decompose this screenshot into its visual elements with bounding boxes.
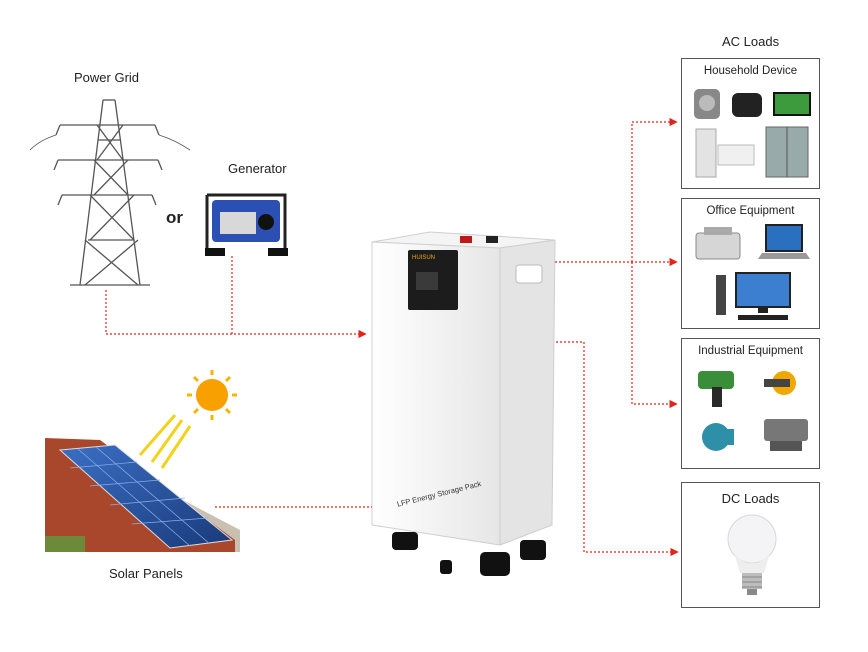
light-bulb-icon	[727, 514, 777, 595]
office-equipment-title: Office Equipment	[706, 205, 795, 217]
power-grid-label: Power Grid	[74, 70, 140, 85]
battery-brand-logo: HUISUN	[412, 255, 436, 261]
ac-bus-line	[631, 117, 678, 262]
flow-lines	[105, 117, 679, 557]
grid-to-battery-line	[105, 290, 367, 339]
dc-loads-box: DC Loads	[681, 482, 820, 608]
or-label: or	[166, 208, 183, 227]
ac-industrial-line	[631, 262, 678, 409]
industrial-equipment-icon	[698, 371, 808, 451]
industrial-equipment-title: Industrial Equipment	[698, 345, 803, 357]
office-equipment-icon	[695, 224, 810, 320]
solar-house-icon	[45, 438, 240, 552]
office-equipment-box: Office Equipment	[681, 198, 820, 329]
household-device-box: Household Device	[681, 58, 820, 189]
dc-loads-title: DC Loads	[721, 491, 780, 506]
battery-pack-icon	[371, 231, 556, 576]
generator-icon	[205, 193, 288, 256]
solar-panels-label: Solar Panels	[109, 566, 183, 581]
industrial-equipment-box: Industrial Equipment	[681, 338, 820, 469]
household-appliances-icon	[694, 89, 811, 178]
power-tower-icon	[29, 99, 191, 286]
sun-icon	[138, 370, 237, 469]
battery-to-dc-line	[556, 341, 679, 557]
generator-label: Generator	[228, 161, 287, 176]
ac-loads-title: AC Loads	[722, 34, 780, 49]
household-device-title: Household Device	[703, 65, 798, 77]
